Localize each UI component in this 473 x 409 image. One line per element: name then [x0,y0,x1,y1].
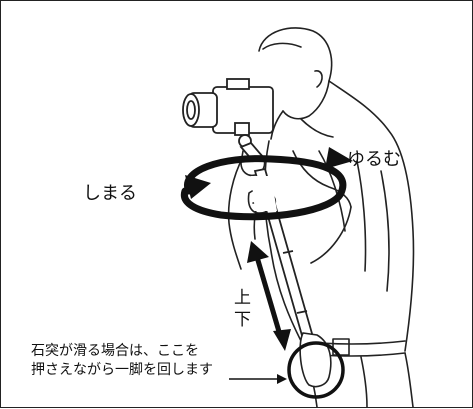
note-line-2: 押さえながら一脚を回します [31,362,213,378]
tighten-label: しまる [83,183,137,204]
camera [182,78,274,136]
up-label: 上 [234,288,251,308]
down-label: 下 [234,310,251,330]
monopod-tip-callout [229,332,345,399]
arrow-head-loosen [325,147,353,169]
rotation-arrow [180,147,353,221]
instruction-note: 石突が滑る場合は、ここを 押さえながら一脚を回します [31,342,213,380]
loosen-label: ゆるむ [347,149,401,170]
arrow-head-tighten [185,175,211,199]
note-line-1: 石突が滑る場合は、ここを [31,343,199,359]
tip-highlight-circle [287,341,345,399]
up-down-arrow [247,241,291,351]
